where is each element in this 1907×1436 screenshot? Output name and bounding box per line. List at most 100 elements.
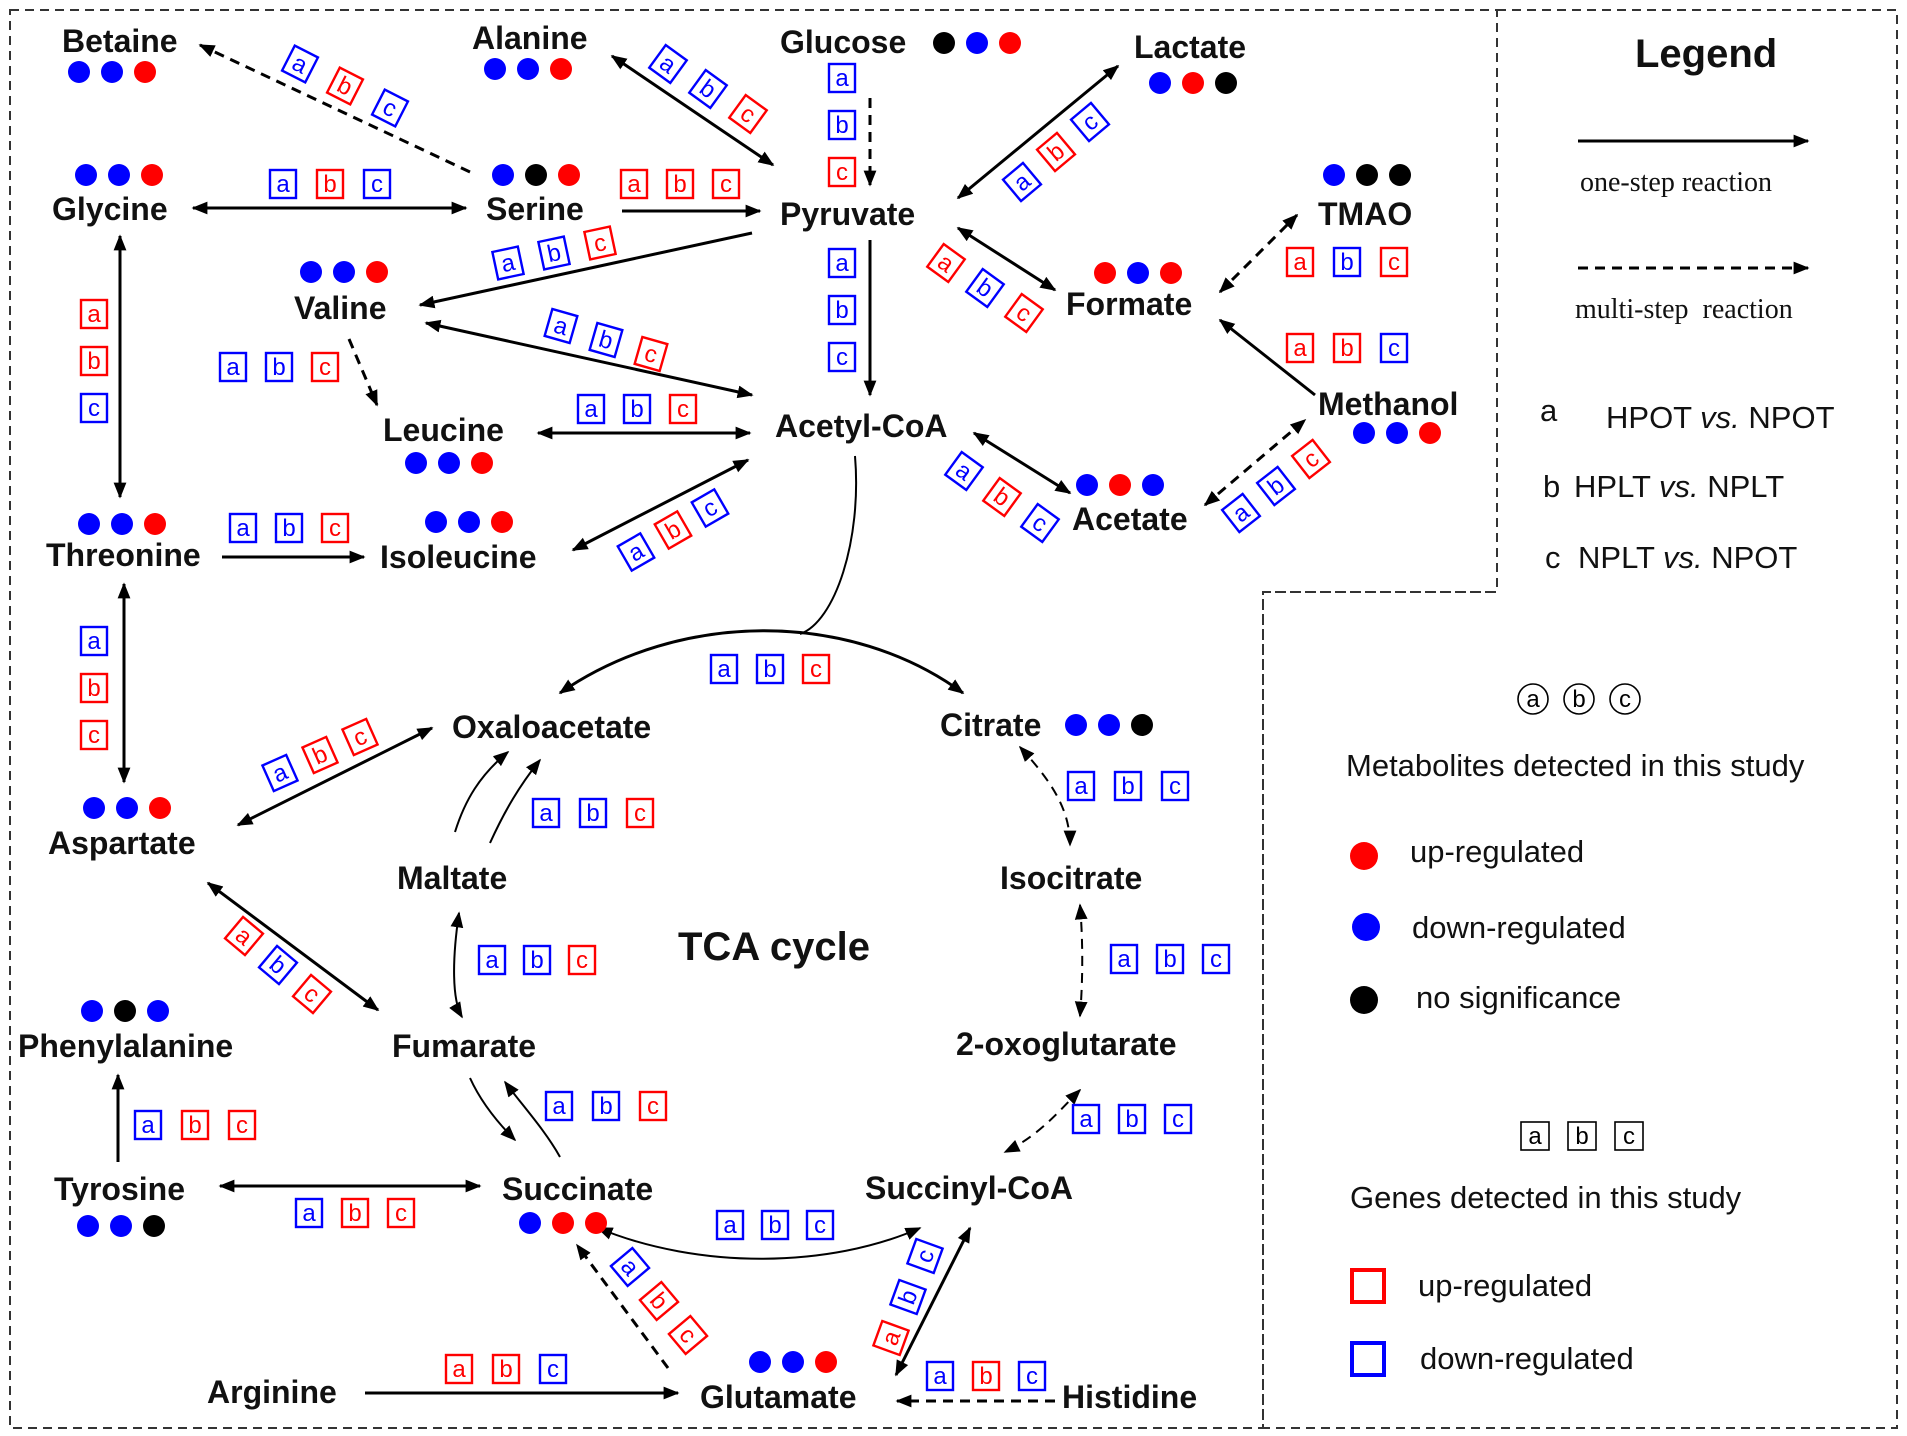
gene-box-valine-acetylcoa-c: c	[633, 335, 669, 373]
gene-box-glucose-pyruvate-a: a	[827, 62, 857, 94]
metabolite-dot-glucose-c	[999, 32, 1021, 54]
metabolite-dot-leucine-c	[471, 452, 493, 474]
svg-text:b: b	[768, 1212, 781, 1239]
gene-box-glycine-serine-c: c	[362, 168, 392, 200]
gene-box-methanol-formate-b: b	[1332, 332, 1362, 364]
metabolite-dot-methanol-a	[1353, 422, 1375, 444]
svg-text:a: a	[1528, 1123, 1542, 1150]
legend-down-dot	[1352, 913, 1380, 941]
gene-box-tyrosine-phenylalanine-c: c	[227, 1109, 257, 1141]
gene-box-isocitrate-oxoglutarate-b: b	[1155, 943, 1185, 975]
gene-box-alanine-pyruvate-c: c	[727, 93, 769, 135]
metabolite-betaine: Betaine	[62, 23, 178, 59]
metabolite-phenylalanine: Phenylalanine	[18, 1028, 233, 1064]
svg-text:a: a	[933, 1363, 947, 1390]
gene-box-isoleucine-acetylcoa-b: b	[653, 509, 693, 551]
gene-box-pyruvate-acetylcoa-b: b	[827, 294, 857, 326]
svg-text:b: b	[835, 297, 848, 324]
metabolite-dot-threonine-c	[144, 513, 166, 535]
gene-box-glucose-pyruvate-c: c	[827, 156, 857, 188]
gene-box-threonine-isoleucine-b: b	[274, 512, 304, 544]
metabolite-dot-serine-b	[525, 164, 547, 186]
metabolite-oxaloacetate: Oxaloacetate	[452, 709, 651, 745]
legend-letter-b: b	[1543, 469, 1560, 504]
svg-text:a: a	[236, 515, 250, 542]
legend-gene-down-box	[1350, 1341, 1386, 1377]
gene-box-glutamate-succinylcoa-c: c	[905, 1237, 945, 1275]
gene-box-threonine-isoleucine-c: c	[320, 512, 350, 544]
metabolite-isocitrate: Isocitrate	[1000, 860, 1142, 896]
metabolite-dot-valine-c	[366, 261, 388, 283]
gene-box-formate-tmao-c: c	[1379, 246, 1409, 278]
svg-text:a: a	[87, 628, 101, 655]
metabolite-dot-citrate-a	[1065, 714, 1087, 736]
gene-box-aspartate-oxaloacetate-a: a	[260, 753, 300, 793]
metabolite-dot-betaine-a	[68, 61, 90, 83]
svg-text:b: b	[348, 1200, 361, 1227]
svg-text:b: b	[282, 515, 295, 542]
svg-text:b: b	[763, 656, 776, 683]
gene-box-fumarate-succinate-c: c	[638, 1090, 668, 1122]
gene-box-serine-pyruvate-b: b	[665, 168, 695, 200]
svg-text:b: b	[979, 1363, 992, 1390]
svg-text:a: a	[499, 249, 518, 278]
diagram-frame	[9, 9, 1498, 1429]
svg-text:c: c	[1388, 249, 1400, 276]
gene-box-oxoglutarate-succinylcoa-c: c	[1163, 1103, 1193, 1135]
gene-box-valine-leucine-c: c	[310, 351, 340, 383]
metabolite-dot-glucose-a	[933, 32, 955, 54]
metabolite-dot-citrate-b	[1098, 714, 1120, 736]
svg-text:b: b	[1121, 773, 1134, 800]
gene-box-leucine-acetylcoa-b: b	[622, 393, 652, 425]
metabolite-dot-glutamate-a	[749, 1351, 771, 1373]
gene-box-pyruvate-valine-b: b	[536, 235, 572, 271]
gene-box-aspartate-fumarate-b: b	[257, 944, 299, 986]
svg-text:a: a	[627, 171, 641, 198]
legend-letter-c: c	[1545, 540, 1561, 575]
svg-text:b: b	[87, 348, 100, 375]
svg-text:b: b	[1125, 1106, 1138, 1133]
gene-box-pyruvate-acetylcoa-a: a	[827, 247, 857, 279]
gene-box-oxoglutarate-succinylcoa-a: a	[1071, 1103, 1101, 1135]
legend-metabolites-caption: Metabolites detected in this study	[1346, 748, 1805, 783]
gene-box-citrate-isocitrate-a: a	[1066, 770, 1096, 802]
metabolite-dot-tyrosine-a	[77, 1215, 99, 1237]
gene-box-arginine-glutamate-a: a	[444, 1353, 474, 1385]
gene-box-threonine-aspartate-c: c	[79, 719, 109, 751]
metabolite-dot-phenylalanine-b	[114, 1000, 136, 1022]
svg-text:c: c	[395, 1200, 407, 1227]
gene-box-aspartate-fumarate-c: c	[291, 973, 333, 1015]
metabolite-dot-serine-c	[558, 164, 580, 186]
gene-box-acetylcoa-acetate-a: a	[943, 450, 985, 492]
gene-box-glycine-serine-a: a	[268, 168, 298, 200]
gene-box-maltate-fumarate-b: b	[522, 944, 552, 976]
gene-box-isoleucine-acetylcoa-c: c	[690, 487, 730, 529]
legend-title: Legend	[1635, 32, 1777, 76]
metabolite-dot-isoleucine-c	[491, 511, 513, 533]
legend-comparison-c: NPLT vs. NPOT	[1578, 540, 1797, 575]
metabolite-methanol: Methanol	[1318, 386, 1458, 422]
gene-box-isocitrate-oxoglutarate-a: a	[1109, 943, 1139, 975]
gene-box-methanol-formate-a: a	[1285, 332, 1315, 364]
metabolite-dot-succinate-c	[585, 1212, 607, 1234]
gene-box-tyrosine-succinate-b: b	[340, 1197, 370, 1229]
gene-box-tyrosine-phenylalanine-a: a	[133, 1109, 163, 1141]
gene-box-glutamate-succinate-c: c	[667, 1314, 709, 1356]
svg-text:c: c	[576, 947, 588, 974]
gene-box-serine-pyruvate-c: c	[711, 168, 741, 200]
svg-text:c: c	[236, 1112, 248, 1139]
svg-text:c: c	[319, 354, 331, 381]
metabolite-dot-formate-a	[1094, 262, 1116, 284]
gene-box-serine-betaine-a: a	[280, 44, 320, 84]
svg-text:c: c	[1026, 1363, 1038, 1390]
gene-box-alanine-pyruvate-a: a	[647, 43, 689, 85]
svg-text:c: c	[547, 1356, 559, 1383]
metabolite-threonine: Threonine	[46, 537, 201, 573]
metabolite-dot-aspartate-c	[149, 797, 171, 819]
gene-box-acetylcoa-acetate-b: b	[981, 476, 1023, 518]
gene-box-serine-betaine-b: b	[325, 66, 365, 106]
metabolite-dot-acetate-c	[1142, 474, 1164, 496]
metabolite-dot-tmao-a	[1323, 164, 1345, 186]
gene-box-pyruvate-valine-c: c	[582, 225, 618, 261]
